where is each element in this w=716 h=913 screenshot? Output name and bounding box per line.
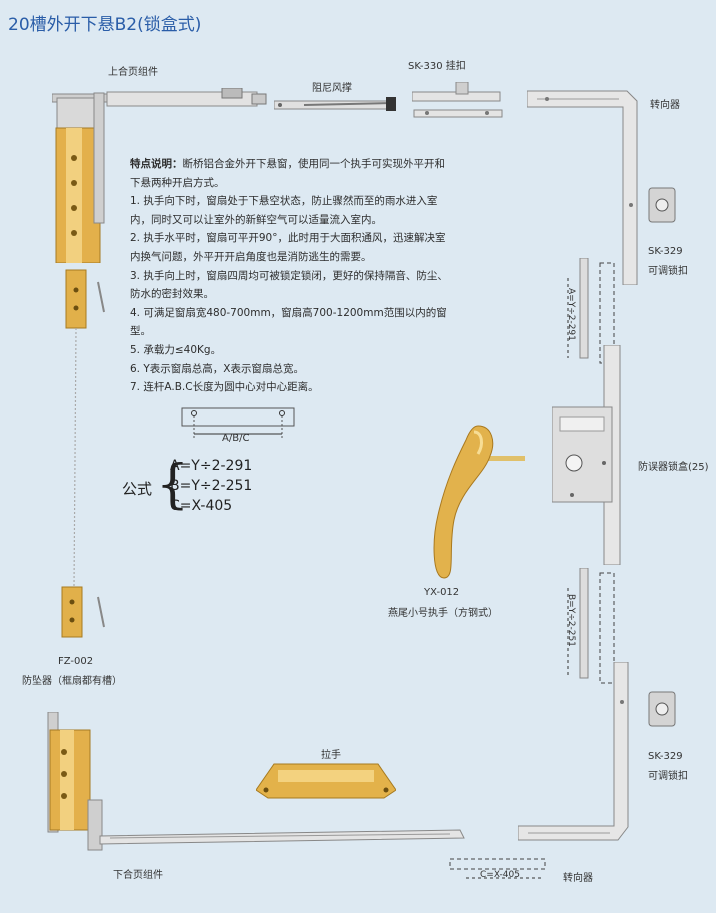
sk330-label: SK-330 挂扣 bbox=[408, 61, 466, 72]
formula-label: 公式 bbox=[122, 480, 153, 498]
sk329-top-label: SK-329 bbox=[648, 246, 683, 257]
description-item: 6. Y表示窗扇总高，X表示窗扇总宽。 bbox=[130, 362, 304, 375]
description-heading: 特点说明： bbox=[130, 158, 183, 170]
anti-drop-image bbox=[58, 262, 118, 646]
anti-drop-name-label: 防坠器（框扇都有槽） bbox=[22, 676, 122, 687]
formula-line: C=X-405 bbox=[170, 498, 233, 514]
brace-glyph: { bbox=[156, 455, 190, 515]
corner-bottom-label: 转向器 bbox=[563, 873, 593, 884]
pull-label: 拉手 bbox=[321, 750, 341, 761]
description-item: 5. 承载力≤40Kg。 bbox=[130, 343, 222, 356]
description-item: 3. 执手向上时，窗扇四周均可被锁定锁闭，更好的保持隔音、防尘、防水的密封效果。 bbox=[130, 269, 448, 301]
sk329-top-image bbox=[648, 186, 678, 228]
adjust-bottom-label: 可调锁扣 bbox=[648, 771, 688, 782]
rod-b-label: B=Y÷2-251 bbox=[566, 594, 576, 647]
corner-bottom-image bbox=[517, 661, 633, 851]
handle-code-label: YX-012 bbox=[424, 587, 460, 598]
adjust-top-label: 可调锁扣 bbox=[648, 266, 688, 277]
corner-top-label: 转向器 bbox=[650, 100, 680, 111]
page-title: 20槽外开下悬B2(锁盒式) bbox=[8, 15, 202, 35]
damper-image bbox=[273, 93, 409, 122]
lower-hinge-label: 下合页组件 bbox=[113, 870, 163, 881]
corner-top-image bbox=[526, 85, 642, 289]
sk329-bottom-image bbox=[648, 690, 678, 732]
description-item: 2. 执手水平时，窗扇可平开90°，此时用于大面积通风，迅速解决室内换气问题，外… bbox=[130, 232, 446, 263]
rod-a-label: A=Y÷2-291 bbox=[566, 288, 576, 341]
rod-c-image bbox=[446, 856, 551, 890]
sk330-image bbox=[411, 81, 507, 131]
formula-line: A=Y÷2-291 bbox=[170, 458, 253, 474]
upper-hinge-label: 上合页组件 bbox=[108, 67, 158, 78]
description-intro: 断桥铝合金外开下悬窗，使用同一个执手可实现外平开和下悬两种开启方式。 bbox=[130, 158, 445, 189]
lock-box-label: 防误器锁盒(25) bbox=[638, 462, 709, 473]
description-item: 4. 可满足窗扇宽480-700mm，窗扇高700-1200mm范围以内的窗型。 bbox=[130, 306, 447, 338]
lower-hinge-image bbox=[40, 711, 470, 856]
handle-name-label: 燕尾小号执手（方钢式） bbox=[388, 608, 498, 619]
abc-diagram bbox=[180, 404, 300, 448]
sk329-bottom-label: SK-329 bbox=[648, 751, 683, 762]
rod-b-image bbox=[560, 567, 630, 692]
abc-label: A/B/C bbox=[222, 433, 250, 444]
formula-block: A=Y÷2-291 B=Y÷2-251 C=X-405 bbox=[170, 456, 252, 516]
damper-label: 阻尼风撑 bbox=[312, 83, 352, 94]
anti-drop-code-label: FZ-002 bbox=[58, 656, 94, 667]
description-item: 7. 连杆A.B.C长度为圆中心对中心距离。 bbox=[130, 381, 319, 394]
formula-line: B=Y÷2-251 bbox=[170, 478, 253, 494]
rod-c-label: C=X-405 bbox=[480, 870, 520, 880]
feature-description: 特点说明：断桥铝合金外开下悬窗，使用同一个执手可实现外平开和下悬两种开启方式。 … bbox=[130, 155, 448, 397]
description-item: 1. 执手向下时，窗扇处于下悬空状态，防止骤然而至的雨水进入室内，同时又可以让室… bbox=[130, 195, 438, 226]
pull-image bbox=[255, 760, 397, 806]
handle-image bbox=[430, 420, 530, 589]
lock-box-image bbox=[551, 344, 634, 569]
upper-hinge-image bbox=[51, 87, 282, 267]
